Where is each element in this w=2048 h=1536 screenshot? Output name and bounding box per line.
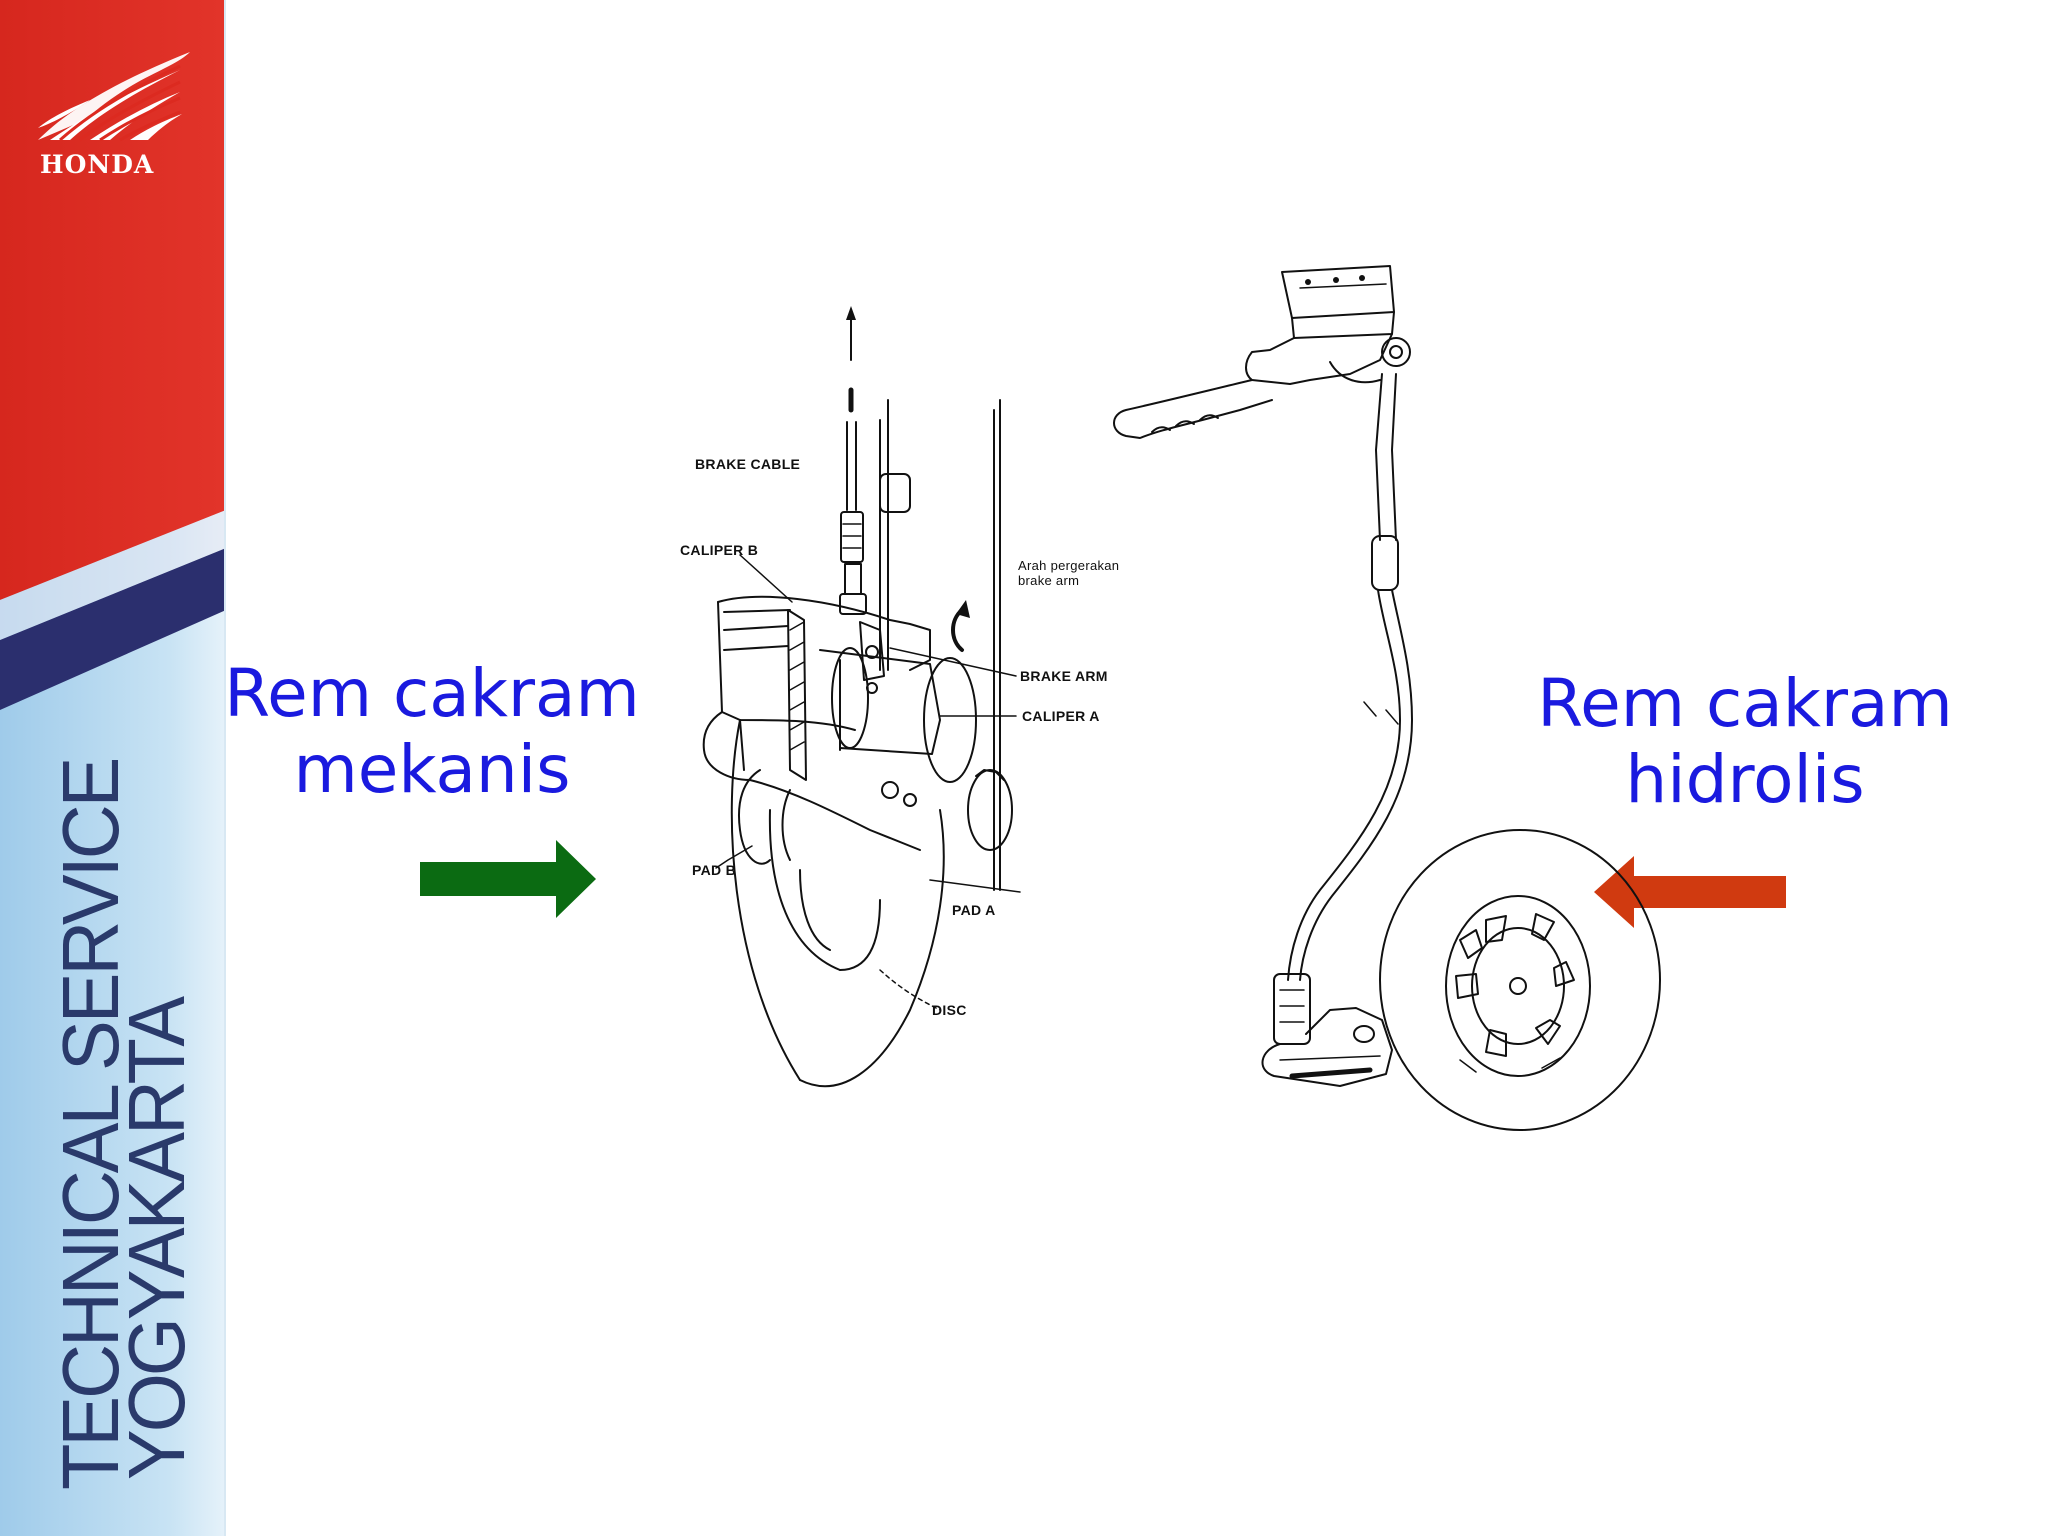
sidebar-background [0,0,226,1536]
honda-logo-text: HONDA [40,150,155,179]
label-pad-a: PAD A [952,902,996,918]
caption-hydraulic-disc-brake: Rem cakram hidrolis [1530,666,1960,818]
arrow-left-icon [1594,856,1786,928]
brake-illustration [702,265,1661,1131]
caption-right-line2: hidrolis [1625,741,1865,818]
sidebar-text-yogyakarta: YOGYAKARTA [112,998,202,1480]
label-caliper-b: CALIPER B [680,542,759,558]
disc-brake-diagram: BRAKE CABLE CALIPER B Arah pergerakan br… [640,250,1690,1150]
label-arah-pergerakan: Arah pergerakan brake arm [1018,558,1119,588]
brand-sidebar: HONDA TECHNICAL SERVICE YOGYAKARTA [0,0,226,1536]
label-disc: DISC [932,1002,967,1018]
caption-mechanical-disc-brake: Rem cakram mekanis [222,656,642,808]
label-brake-arm: BRAKE ARM [1020,668,1108,684]
label-caliper-a: CALIPER A [1022,708,1100,724]
label-pad-b: PAD B [692,862,737,878]
label-arah-line2: brake arm [1018,573,1080,588]
honda-wing-icon [38,52,190,142]
caption-right-line1: Rem cakram [1537,665,1953,742]
caption-left-line2: mekanis [293,731,571,808]
mechanical-caliper-drawing [702,306,1021,1088]
label-arah-line1: Arah pergerakan [1018,558,1120,573]
arrow-right-icon [420,840,596,918]
hydraulic-brake-drawing [1113,265,1661,1131]
caption-left-line1: Rem cakram [224,655,640,732]
label-brake-cable: BRAKE CABLE [695,456,801,472]
